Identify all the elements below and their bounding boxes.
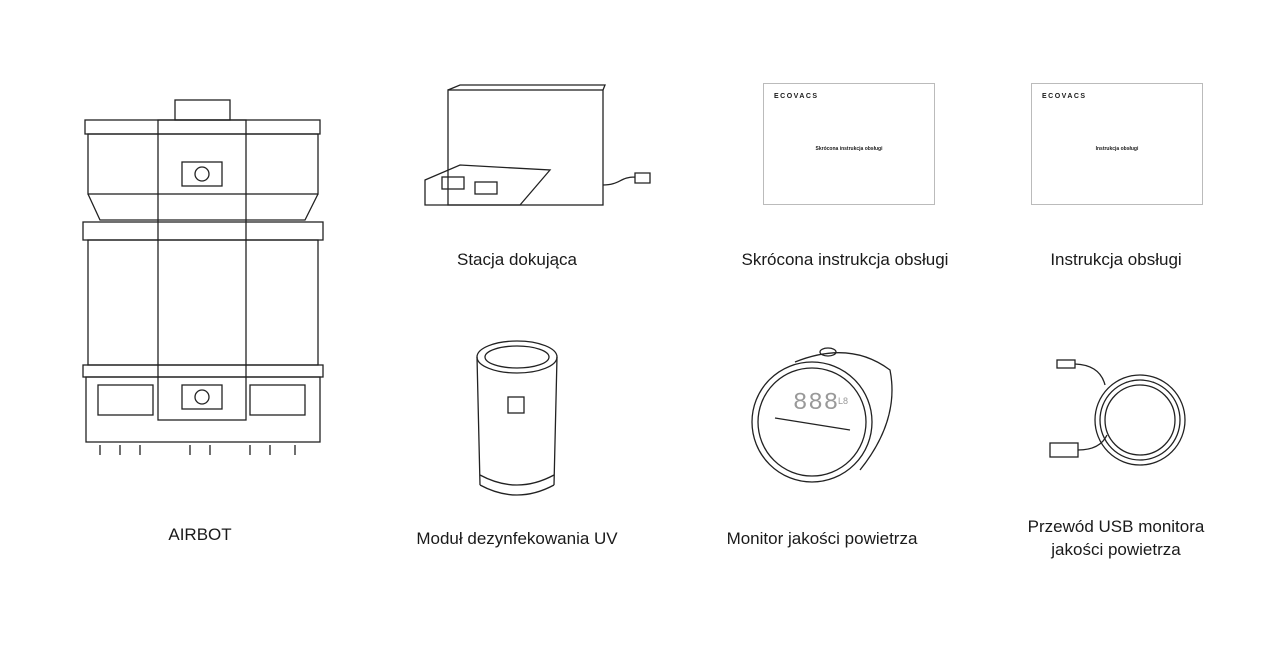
monitor-display-small: L8 xyxy=(838,396,849,406)
item-label-air-quality-monitor: Monitor jakości powietrza xyxy=(726,529,918,548)
item-label-quick-guide: Skrócona instrukcja obsługi xyxy=(741,250,949,269)
airbot-illustration xyxy=(82,99,324,455)
air-quality-monitor-illustration xyxy=(751,347,893,483)
uv-module-illustration xyxy=(476,340,558,496)
manual-cover: ECOVACS Instrukcja obsługi xyxy=(1031,83,1203,205)
quick-guide-cover: ECOVACS Skrócona instrukcja obsługi xyxy=(763,83,935,205)
usb-cable-illustration xyxy=(1049,359,1186,466)
item-label-docking-station: Stacja dokująca xyxy=(456,250,578,269)
item-label-manual: Instrukcja obsługi xyxy=(1050,250,1182,269)
item-label-usb-cable-line2: jakości powietrza xyxy=(1051,540,1181,559)
manual-cover-title: Instrukcja obsługi xyxy=(1095,146,1139,152)
monitor-display-digits: 888 xyxy=(793,390,840,417)
item-label-uv-module: Moduł dezynfekowania UV xyxy=(416,529,618,548)
docking-station-illustration xyxy=(424,84,651,206)
quick-guide-cover-title: Skrócona instrukcja obsługi xyxy=(815,146,883,152)
item-label-airbot: AIRBOT xyxy=(168,525,232,544)
ecovacs-logo: ECOVACS xyxy=(774,93,819,100)
item-label-usb-cable: Przewód USB monitora jakości powietrza xyxy=(1028,515,1205,561)
item-label-usb-cable-line1: Przewód USB monitora xyxy=(1027,517,1205,536)
ecovacs-logo: ECOVACS xyxy=(1042,93,1087,100)
